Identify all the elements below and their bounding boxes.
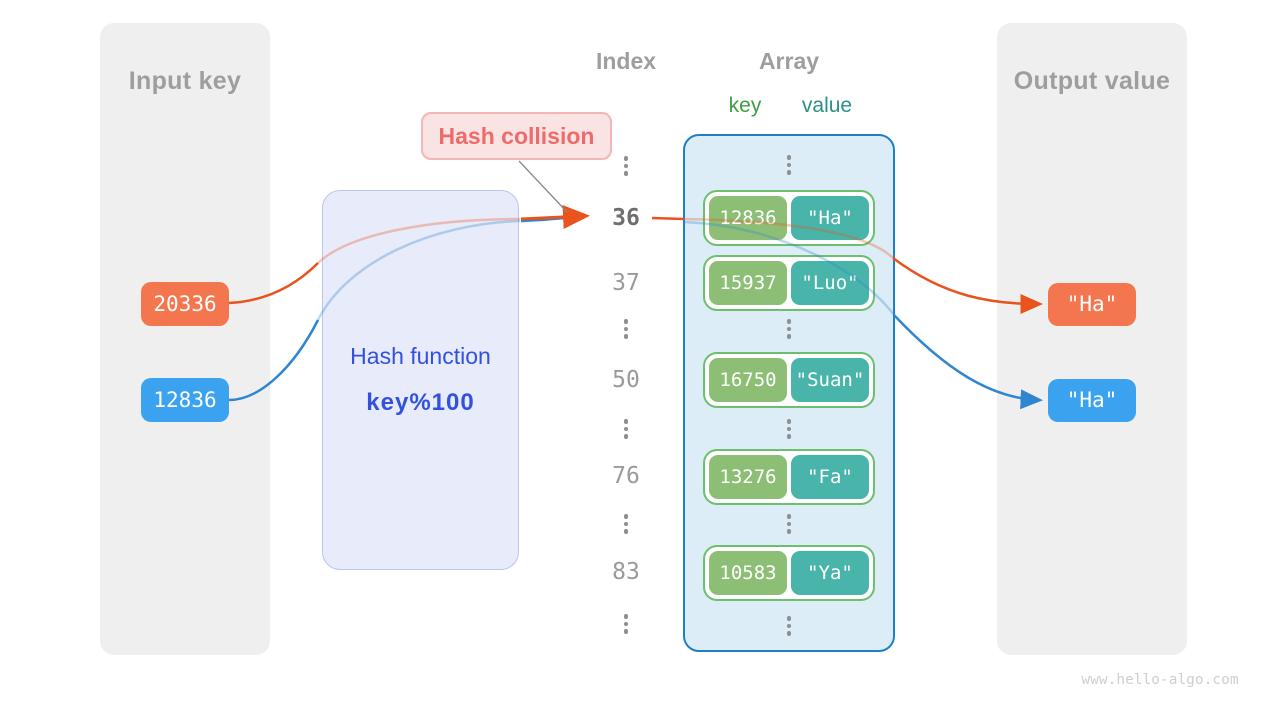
index-36: 36 — [612, 205, 640, 231]
watermark: www.hello-algo.com — [1081, 672, 1239, 688]
array-value-label: value — [801, 94, 853, 117]
output-value-orange: "Ha" — [1048, 283, 1136, 326]
hash-function-formula: key%100 — [366, 389, 475, 416]
index-37: 37 — [612, 270, 640, 296]
ellipsis-icon — [786, 319, 792, 339]
entry-key: 10583 — [709, 551, 787, 595]
entry-value: "Ya" — [791, 551, 869, 595]
entry-value: "Luo" — [791, 261, 869, 305]
hash-function-title: Hash function — [350, 343, 491, 369]
array-entry: 10583 "Ya" — [703, 545, 875, 601]
output-value-blue: "Ha" — [1048, 379, 1136, 422]
ellipsis-icon — [786, 616, 792, 636]
output-value-panel: Output value — [997, 23, 1187, 655]
ellipsis-icon — [623, 614, 629, 634]
input-key-12836: 12836 — [141, 378, 229, 422]
ellipsis-icon — [623, 419, 629, 439]
line-index36-to-array — [651, 216, 685, 221]
line-blue-merge — [520, 215, 581, 223]
index-column-header: Index — [595, 48, 657, 74]
array-entry: 13276 "Fa" — [703, 449, 875, 505]
collision-pointer-line — [518, 160, 568, 213]
ellipsis-icon — [786, 155, 792, 175]
index-76: 76 — [612, 463, 640, 489]
array-key-label: key — [728, 94, 762, 117]
ellipsis-icon — [623, 514, 629, 534]
index-50: 50 — [612, 367, 640, 393]
index-83: 83 — [612, 559, 640, 585]
input-key-20336: 20336 — [141, 282, 229, 326]
entry-value: "Fa" — [791, 455, 869, 499]
hash-function-box: Hash function key%100 — [322, 190, 519, 570]
entry-key: 13276 — [709, 455, 787, 499]
array-column-header: Array — [758, 48, 820, 74]
array-entry: 16750 "Suan" — [703, 352, 875, 408]
arrow-hash-to-index36 — [520, 205, 590, 229]
entry-key: 15937 — [709, 261, 787, 305]
input-panel-title: Input key — [128, 67, 242, 95]
entry-value: "Ha" — [791, 196, 869, 240]
array-entry: 12836 "Ha" — [703, 190, 875, 246]
entry-key: 12836 — [709, 196, 787, 240]
array-entry: 15937 "Luo" — [703, 255, 875, 311]
entry-key: 16750 — [709, 358, 787, 402]
output-panel-title: Output value — [1013, 67, 1171, 95]
ellipsis-icon — [786, 419, 792, 439]
hash-collision-label: Hash collision — [421, 112, 612, 160]
ellipsis-icon — [623, 319, 629, 339]
input-key-panel: Input key — [100, 23, 270, 655]
entry-value: "Suan" — [791, 358, 869, 402]
ellipsis-icon — [623, 156, 629, 176]
ellipsis-icon — [786, 514, 792, 534]
